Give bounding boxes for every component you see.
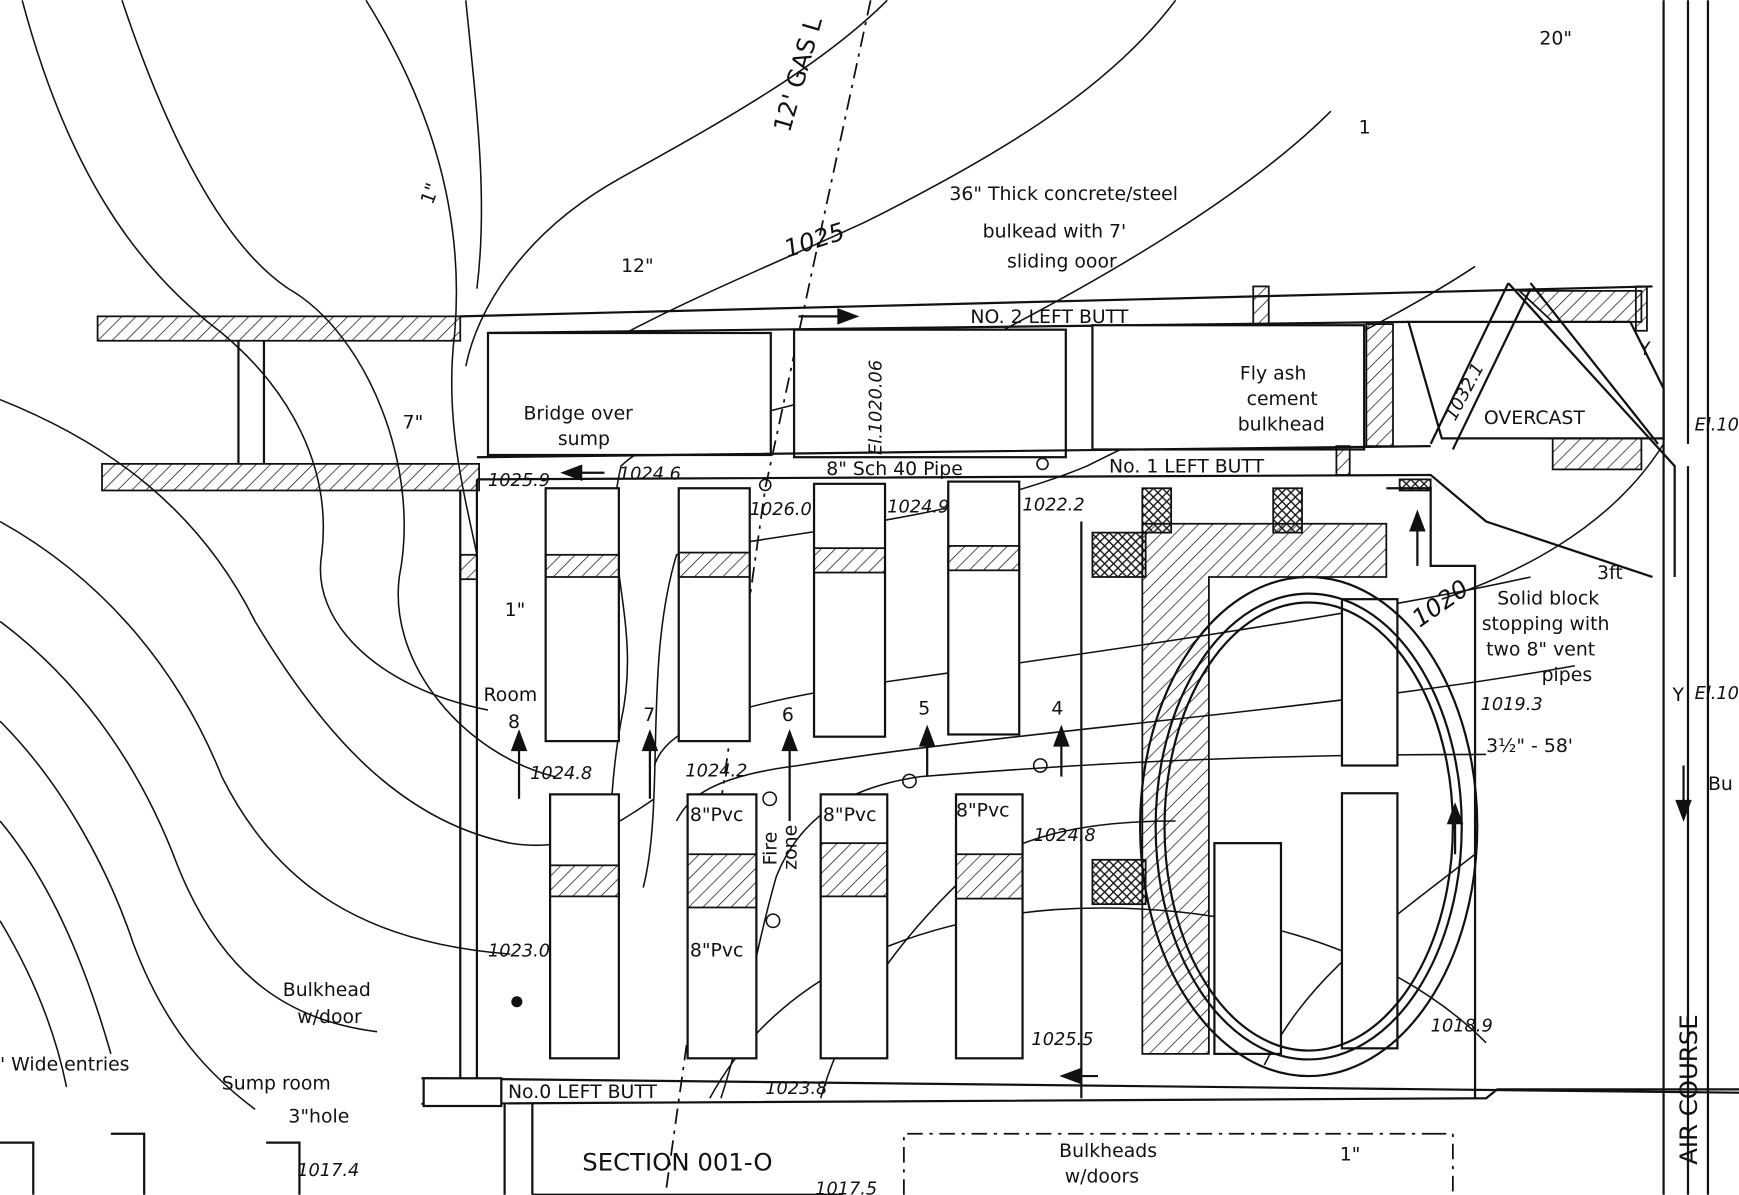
pvc-label-4: 8"Pvc — [690, 940, 744, 961]
elev-1024-2: 1024.2 — [685, 762, 747, 782]
elev-1017-5: 1017.5 — [815, 1180, 877, 1195]
dim-1b: 1" — [505, 600, 526, 621]
room-number-8: 8 — [508, 712, 520, 733]
bulkhead-door-2: w/door — [297, 1007, 362, 1028]
dim-12: 12" — [621, 256, 654, 277]
airflow-arrows — [510, 308, 1692, 1085]
elev-1020-06: El.1020.06 — [867, 360, 887, 455]
elev-1025-5: 1025.5 — [1031, 1030, 1093, 1050]
pvc-label-2: 8"Pvc — [823, 805, 877, 826]
stopping-note-3: stopping with — [1482, 614, 1610, 635]
bulkheads-doors-2: w/doors — [1065, 1167, 1139, 1188]
no1-left-butt — [476, 445, 1653, 579]
hole-label: 3"hole — [288, 1107, 349, 1128]
room-number-4: 4 — [1051, 699, 1063, 720]
dim-1-top: 1 — [1359, 117, 1371, 138]
bu-label: Bu — [1708, 774, 1733, 795]
bulkhead-door-1: Bulkhead — [283, 980, 371, 1001]
elev-1024-8-a: 1024.8 — [530, 764, 592, 784]
no2-left-butt — [96, 285, 1653, 492]
elev-1019-3: 1019.3 — [1481, 695, 1543, 715]
stopping-note-1: 3ft — [1597, 563, 1623, 584]
elev-1024-6: 1024.6 — [619, 464, 681, 484]
room-number-6: 6 — [782, 705, 794, 726]
pvc-label-3: 8"Pvc — [956, 801, 1010, 822]
air-course — [1662, 0, 1710, 1195]
wide-entries-label: ' Wide entries — [0, 1055, 130, 1076]
elev-1017-4: 1017.4 — [297, 1161, 359, 1181]
elev-el10-a: El.10 — [1695, 416, 1739, 436]
stopping-note-4: two 8" vent — [1486, 640, 1595, 661]
contour-1020: 1020 — [1406, 574, 1473, 633]
elev-1026-0: 1026.0 — [750, 500, 812, 520]
borehole-note: 3½" - 58' — [1486, 736, 1573, 757]
dim-7: 7" — [403, 412, 424, 433]
elev-1025-9: 1025.9 — [488, 471, 550, 491]
no0-left-butt — [421, 1077, 1739, 1105]
fly-ash-note-2: cement — [1247, 389, 1318, 410]
elev-1024-9: 1024.9 — [887, 498, 949, 518]
dim-1a: 1" — [417, 181, 444, 208]
pipe-markers — [758, 457, 1049, 929]
sump-room-label: Sump room — [222, 1073, 331, 1094]
fly-ash-note-1: Fly ash — [1240, 364, 1307, 385]
section-title: SECTION 001-O — [582, 1147, 772, 1176]
haulage-loop — [1080, 478, 1479, 1099]
pipe-note: 8" Sch 40 Pipe — [826, 459, 963, 480]
elev-1023-8: 1023.8 — [765, 1079, 827, 1099]
bulkhead-note-3: sliding ooor — [1007, 252, 1117, 273]
fly-ash-note-3: bulkhead — [1238, 415, 1325, 436]
no2-butt-label: NO. 2 LEFT BUTT — [970, 307, 1128, 328]
pillars — [544, 480, 1024, 1060]
dim-1c: 1" — [1340, 1144, 1361, 1165]
stopping-note-5: pipes — [1542, 665, 1593, 686]
stopping-note-2: Solid block — [1497, 589, 1599, 610]
no0-butt-label: No.0 LEFT BUTT — [508, 1082, 658, 1103]
overcast-label: OVERCAST — [1484, 408, 1585, 429]
y-mark-2: Y — [1671, 685, 1684, 706]
dim-20: 20" — [1539, 29, 1572, 50]
gas-line-label: 12' GAS L — [768, 13, 828, 135]
room-word: Room — [484, 685, 538, 706]
bulkheads-doors-1: Bulkheads — [1059, 1141, 1157, 1162]
y-mark-1: Y — [1638, 339, 1651, 360]
elev-1023-0: 1023.0 — [488, 941, 550, 961]
room-number-5: 5 — [918, 699, 930, 720]
rooms-between-butts — [486, 282, 1676, 577]
borehole-dot — [511, 996, 523, 1008]
elev-1018-9: 1018.9 — [1431, 1017, 1493, 1037]
pvc-label-1: 8"Pvc — [690, 805, 744, 826]
fire-zone-2: zone — [780, 825, 801, 870]
room-number-7: 7 — [643, 705, 655, 726]
elev-el10-b: El.10 — [1695, 684, 1739, 704]
elev-1022-2: 1022.2 — [1023, 495, 1085, 515]
bulkhead-note-2: bulkead with 7' — [983, 222, 1127, 243]
bridge-note-2: sump — [558, 429, 610, 450]
bulkhead-note-1: 36" Thick concrete/steel — [949, 184, 1178, 205]
labels: 20" 1 36" Thick concrete/steel bulkead w… — [0, 29, 1739, 1195]
bridge-note-1: Bridge over — [523, 403, 633, 424]
no1-butt-label: No. 1 LEFT BUTT — [1109, 457, 1265, 478]
fire-zone-1: Fire — [760, 832, 781, 866]
contour-1025: 1025 — [780, 217, 848, 264]
elev-1024-8-b: 1024.8 — [1034, 826, 1096, 846]
